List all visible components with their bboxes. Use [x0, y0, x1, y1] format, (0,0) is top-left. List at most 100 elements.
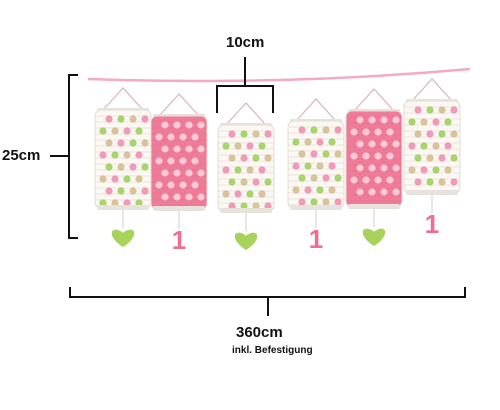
lantern-dot	[380, 188, 388, 196]
lantern-dot	[386, 152, 394, 160]
lantern-dot	[123, 127, 131, 135]
lantern-dot	[438, 178, 446, 186]
lantern-dot	[298, 174, 306, 182]
lantern-dot	[264, 202, 272, 210]
lantern-dot	[123, 151, 131, 159]
lantern-dot	[105, 139, 113, 147]
lantern	[345, 88, 403, 246]
lantern-dot	[298, 150, 306, 158]
lantern-dot	[117, 115, 125, 123]
lantern-dot	[334, 198, 342, 206]
lantern-hanger	[102, 87, 144, 111]
lantern-dot	[414, 106, 422, 114]
lantern-dot	[310, 174, 318, 182]
lantern-dot	[322, 126, 330, 134]
lantern-dot	[222, 166, 230, 174]
lantern-dot	[246, 142, 254, 150]
lantern-dot	[161, 193, 169, 201]
lantern-hanger	[295, 98, 337, 122]
lantern-dot	[155, 181, 163, 189]
heart-pendant	[111, 210, 135, 247]
lantern-hanger	[411, 78, 453, 102]
heart-icon	[111, 229, 135, 247]
lantern-dot	[117, 163, 125, 171]
lantern: 1	[150, 93, 208, 255]
lantern-dot	[322, 150, 330, 158]
lantern-dot	[99, 151, 107, 159]
lantern-dot	[228, 178, 236, 186]
lantern-dot	[185, 145, 193, 153]
lantern-dot	[258, 142, 266, 150]
lantern-dot	[420, 118, 428, 126]
lantern-dot	[328, 162, 336, 170]
length-note: inkl. Befestigung	[232, 345, 313, 356]
lantern-dot	[438, 130, 446, 138]
height-label: 25cm	[2, 147, 41, 164]
lantern-dot	[292, 186, 300, 194]
lantern-dot	[222, 142, 230, 150]
lantern-dot	[135, 127, 143, 135]
lantern-bottom-rim	[153, 206, 205, 211]
lantern-dot	[310, 150, 318, 158]
lantern-dot	[362, 128, 370, 136]
lantern-dot	[179, 157, 187, 165]
lantern-dot	[450, 106, 458, 114]
lantern-dot	[432, 118, 440, 126]
lantern-dot	[420, 166, 428, 174]
lantern-dot	[334, 174, 342, 182]
lantern-dot	[438, 154, 446, 162]
lantern-dot	[356, 116, 364, 124]
lantern-dot	[304, 138, 312, 146]
lantern-dot	[374, 152, 382, 160]
lantern-bottom-rim	[220, 208, 272, 213]
lantern-garland: 1 1 1	[87, 67, 471, 255]
number-one-pendant: 1	[425, 209, 439, 239]
lantern-dot	[350, 176, 358, 184]
width-bracket	[216, 85, 274, 113]
lantern-hanger	[225, 102, 267, 126]
lantern-dot	[432, 142, 440, 150]
lantern-dot	[310, 126, 318, 134]
lantern-dot	[450, 178, 458, 186]
lantern-dot	[161, 169, 169, 177]
lantern-dot	[161, 145, 169, 153]
lantern-dot	[191, 181, 199, 189]
lantern-dot	[408, 142, 416, 150]
lantern-dot	[258, 190, 266, 198]
lantern-dot	[117, 187, 125, 195]
lantern-dot	[392, 140, 400, 148]
lantern-dot	[240, 202, 248, 210]
lantern-dot	[173, 121, 181, 129]
lantern-dot	[362, 152, 370, 160]
lantern-dot	[240, 130, 248, 138]
number-pendant: 1	[309, 210, 323, 254]
lantern-dot	[191, 157, 199, 165]
lantern-dot	[197, 193, 205, 201]
lantern-dot	[380, 164, 388, 172]
number-pendant: 1	[172, 211, 186, 255]
lantern-dot	[99, 175, 107, 183]
length-label: 360cm	[236, 324, 283, 341]
lantern-dot	[191, 133, 199, 141]
lantern-dot	[298, 126, 306, 134]
lantern-dot	[240, 178, 248, 186]
lantern-dot	[129, 163, 137, 171]
lantern-dot	[185, 121, 193, 129]
lantern-bottom-rim	[290, 205, 342, 210]
lantern-dot	[414, 154, 422, 162]
number-one-pendant: 1	[172, 225, 186, 255]
lantern-dot	[228, 202, 236, 210]
lantern-dot	[111, 127, 119, 135]
lantern-dot	[185, 169, 193, 177]
lantern-dot	[185, 193, 193, 201]
heart-pendant	[362, 209, 386, 246]
lantern-dot	[167, 157, 175, 165]
lantern-dot	[356, 140, 364, 148]
length-bracket	[69, 287, 466, 298]
lantern-dot	[252, 154, 260, 162]
lantern-dot	[167, 133, 175, 141]
lantern-dot	[386, 128, 394, 136]
number-one-pendant: 1	[309, 224, 323, 254]
heart-pendant	[234, 213, 258, 250]
lantern-dot	[304, 186, 312, 194]
